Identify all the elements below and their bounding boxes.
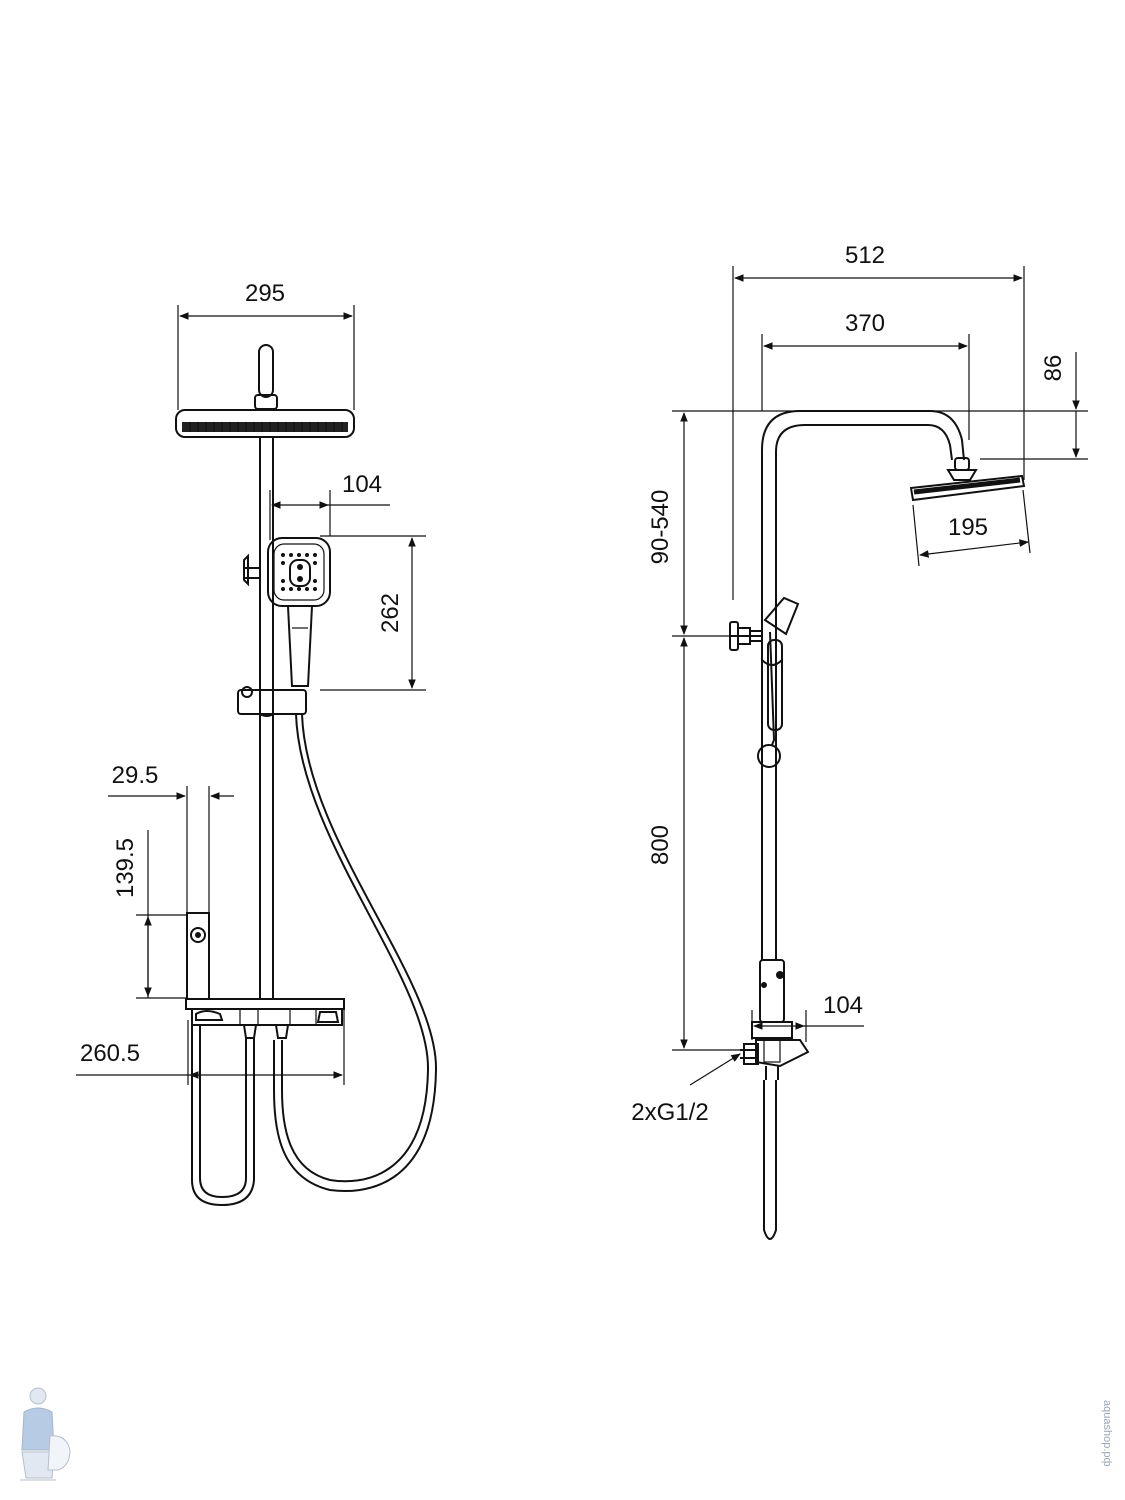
dim-86: 86 <box>672 352 1088 460</box>
dim-262-label: 262 <box>377 593 404 633</box>
hand-shower-front <box>243 537 331 687</box>
dim-139-5: 139.5 <box>112 830 187 999</box>
hose-front <box>273 713 438 1192</box>
watermark: aquashop.pф <box>20 1387 1113 1481</box>
overhead-shower-front <box>175 344 355 438</box>
dim-260-5: 260.5 <box>76 1010 345 1085</box>
dim-104-front-label: 104 <box>342 471 382 498</box>
lower-tube-front <box>191 1025 255 1207</box>
mixer-handle-front <box>186 912 210 1000</box>
dim-195: 195 <box>912 489 1031 567</box>
shelf-mixer-front <box>185 998 345 1039</box>
connection-label-text: 2xG1/2 <box>631 1099 708 1126</box>
dim-295-label: 295 <box>245 280 285 307</box>
side-view: 512 370 86 195 90-540 <box>631 242 1088 1240</box>
dim-260-5-label: 260.5 <box>80 1040 140 1067</box>
shower-rail-front <box>259 437 274 1000</box>
dim-90-540-label: 90-540 <box>647 490 674 565</box>
dim-295: 295 <box>177 280 355 410</box>
mixer-body-side <box>740 959 810 1080</box>
dim-86-label: 86 <box>1040 355 1067 382</box>
front-view: 295 104 262 29.5 139.5 <box>76 280 438 1207</box>
dim-90-540: 90-540 <box>647 412 730 637</box>
dim-800-label: 800 <box>647 825 674 865</box>
dim-104-side-label: 104 <box>823 992 863 1019</box>
watermark-text: aquashop.pф <box>1101 1400 1113 1467</box>
plumber-mascot-icon <box>20 1387 71 1481</box>
slider-front <box>237 686 307 717</box>
lower-tube-side <box>763 1080 777 1240</box>
dim-370: 370 <box>761 310 970 440</box>
dim-29-5-label: 29.5 <box>112 762 159 789</box>
dim-512: 512 <box>732 242 1025 600</box>
dim-29-5: 29.5 <box>108 762 234 913</box>
hand-shower-side <box>757 596 800 768</box>
shower-rail-side <box>761 410 965 960</box>
dim-195-label: 195 <box>948 514 988 541</box>
dim-262: 262 <box>320 535 426 691</box>
dim-139-5-label: 139.5 <box>112 838 139 898</box>
dim-512-label: 512 <box>845 242 885 269</box>
dim-104-front: 104 <box>269 471 390 540</box>
dim-370-label: 370 <box>845 310 885 337</box>
wall-bracket-side <box>729 621 763 651</box>
overhead-shower-side <box>909 457 1026 502</box>
connection-label: 2xG1/2 <box>631 1053 741 1126</box>
dim-800: 800 <box>647 637 740 1051</box>
dim-104-side: 104 <box>751 992 864 1042</box>
